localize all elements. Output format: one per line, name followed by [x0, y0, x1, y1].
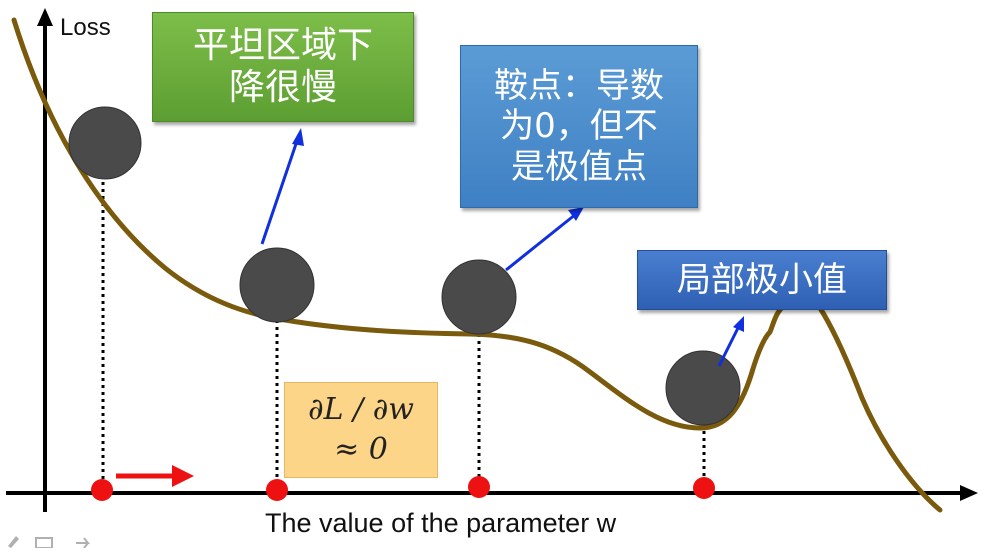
ball-3 [441, 259, 517, 335]
plateau-callout-text: 平坦区域下 降很慢 [192, 24, 373, 108]
red-dot-4 [693, 477, 715, 499]
ball-1 [68, 106, 142, 180]
next-arrow-icon[interactable] [76, 537, 91, 548]
blue-arrow-saddle [505, 212, 577, 272]
red-dot-2 [266, 479, 288, 501]
blue-arrowhead-local-min [733, 316, 744, 332]
gradient-callout-text: ∂L / ∂w ≈ 0 [308, 391, 414, 468]
red-dot-3 [468, 476, 490, 498]
blue-arrowhead-saddle [568, 207, 584, 221]
gradient-callout: ∂L / ∂w ≈ 0 [284, 382, 438, 478]
saddle-callout-text: 鞍点：导数 为0，但不 是极值点 [494, 66, 664, 187]
ball-2 [239, 247, 315, 323]
red-dot-1 [91, 479, 113, 501]
red-direction-arrowhead [172, 465, 194, 487]
local-min-callout-text: 局部极小值 [677, 259, 847, 300]
slide-toolbar[interactable] [0, 528, 110, 548]
x-axis-arrowhead [960, 485, 978, 501]
local-min-callout: 局部极小值 [637, 250, 887, 310]
y-axis-arrowhead [37, 8, 53, 26]
blue-arrow-local-min [717, 325, 741, 367]
ball-4 [665, 350, 741, 426]
pen-icon[interactable] [8, 536, 19, 548]
blue-arrowhead-plateau [292, 128, 304, 146]
slides-icon[interactable] [35, 537, 53, 548]
plateau-callout: 平坦区域下 降很慢 [152, 12, 414, 122]
y-axis-label: Loss [60, 14, 111, 41]
blue-arrow-plateau [260, 137, 300, 245]
loss-curve [11, 17, 943, 513]
saddle-callout: 鞍点：导数 为0，但不 是极值点 [460, 45, 698, 208]
x-axis-label: The value of the parameter w [265, 508, 617, 538]
